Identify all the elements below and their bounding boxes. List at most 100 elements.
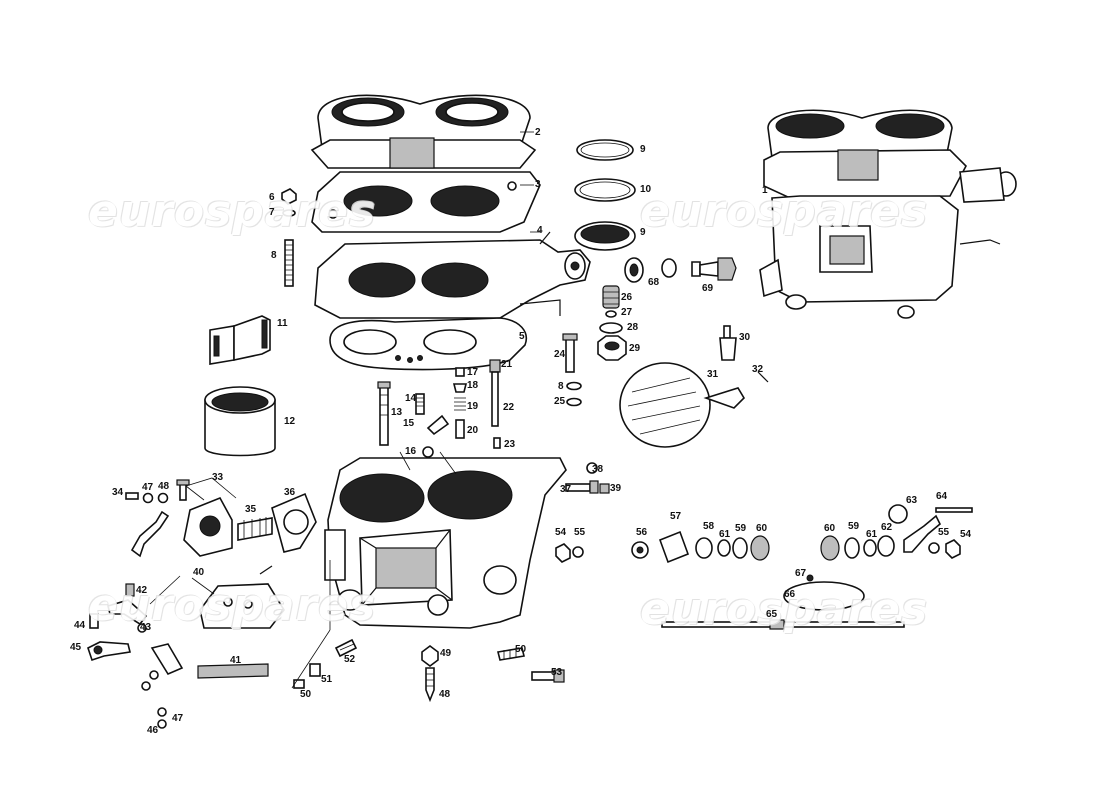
- callout-35: 35: [245, 504, 257, 515]
- callout-50-right: 50: [515, 644, 527, 655]
- float-chamber-cover-parts-40-46: [87, 565, 285, 729]
- callout-33: 33: [212, 472, 224, 483]
- callout-12: 12: [284, 416, 296, 427]
- callout-10: 10: [640, 184, 652, 195]
- callout-48-bottom: 48: [439, 689, 451, 700]
- callout-32: 32: [752, 364, 764, 375]
- callout-30: 30: [739, 332, 751, 343]
- leader-lines: [149, 131, 540, 689]
- callout-11: 11: [277, 318, 288, 329]
- callout-4: 4: [537, 225, 543, 236]
- callout-17: 17: [467, 367, 479, 378]
- callout-63: 63: [906, 495, 918, 506]
- callout-41: 41: [230, 655, 242, 666]
- callout-57: 57: [670, 511, 682, 522]
- callout-42: 42: [136, 585, 148, 596]
- watermark-eurospares-4: eurospares: [640, 584, 929, 635]
- screw-and-washers-parts-24-25: [562, 333, 582, 407]
- callout-60-left: 60: [756, 523, 768, 534]
- callout-43: 43: [140, 622, 152, 633]
- callout-27: 27: [621, 307, 633, 318]
- callout-64: 64: [936, 491, 948, 502]
- callout-9-lower: 9: [640, 227, 646, 238]
- callout-48-top: 48: [158, 481, 170, 492]
- callout-22: 22: [503, 402, 515, 413]
- callout-66: 66: [784, 589, 796, 600]
- callout-40: 40: [193, 567, 205, 578]
- callout-60-right: 60: [824, 523, 836, 534]
- callout-6: 6: [269, 192, 275, 203]
- callout-47-top: 47: [142, 482, 154, 493]
- callout-7: 7: [269, 207, 275, 218]
- callout-26: 26: [621, 292, 633, 303]
- filter-and-nut-parts-26-29: [597, 285, 627, 361]
- flange-plate-part-3: [311, 171, 541, 233]
- clip-part-11: [209, 315, 271, 365]
- callout-54-left: 54: [555, 527, 567, 538]
- cylinder-part-12: [204, 386, 276, 457]
- callout-25: 25: [554, 396, 566, 407]
- callout-61-left: 61: [719, 529, 731, 540]
- callout-29: 29: [629, 343, 641, 354]
- callout-51: 51: [321, 674, 333, 685]
- watermark-eurospares-1: eurospares: [88, 186, 377, 237]
- valve-part-30: [719, 325, 737, 361]
- callout-15: 15: [403, 418, 415, 429]
- callout-5: 5: [519, 331, 525, 342]
- callout-46: 46: [147, 725, 159, 736]
- callout-69: 69: [702, 283, 714, 294]
- callout-23: 23: [504, 439, 516, 450]
- callout-16: 16: [405, 446, 417, 457]
- callout-36: 36: [284, 487, 296, 498]
- callout-31: 31: [707, 369, 719, 380]
- callout-34: 34: [112, 487, 124, 498]
- sealing-rings-parts-9-10: [574, 139, 636, 251]
- stud-and-nut-parts-6-8: [281, 188, 297, 287]
- callout-14: 14: [405, 393, 417, 404]
- needle-valve-parts-48-53: [293, 638, 565, 703]
- accelerator-pump-parts-33-36: [125, 479, 317, 558]
- callout-62: 62: [881, 522, 893, 533]
- callout-49: 49: [440, 648, 452, 659]
- callout-54-right: 54: [960, 529, 972, 540]
- callout-37: 37: [560, 484, 572, 495]
- callout-1: 1: [762, 185, 768, 196]
- screws-parts-37-39: [565, 462, 610, 494]
- callout-68: 68: [648, 277, 660, 288]
- callout-61-right: 61: [866, 529, 878, 540]
- air-intake-body-part-2: [310, 94, 537, 169]
- callout-53: 53: [551, 667, 563, 678]
- dome-cover-part-31: [619, 362, 769, 448]
- main-carburettor-body: [324, 457, 567, 629]
- jets-and-screws-parts-13-23: [377, 359, 501, 458]
- callout-59-left: 59: [735, 523, 747, 534]
- callout-8-right: 8: [558, 381, 564, 392]
- callout-9-upper: 9: [640, 144, 646, 155]
- callout-38: 38: [592, 464, 604, 475]
- callout-56: 56: [636, 527, 648, 538]
- banjo-bolt-and-washer-parts-68-69: [624, 257, 737, 283]
- callout-50-left: 50: [300, 689, 312, 700]
- gasket-part-5: [329, 299, 561, 371]
- callout-8: 8: [271, 250, 277, 261]
- callout-52: 52: [344, 654, 356, 665]
- throttle-spindle-parts-54-64: [555, 504, 973, 564]
- callout-20: 20: [467, 425, 479, 436]
- callout-55-left: 55: [574, 527, 586, 538]
- callout-18: 18: [467, 380, 479, 391]
- callout-45: 45: [70, 642, 82, 653]
- callout-19: 19: [467, 401, 479, 412]
- callout-59-right: 59: [848, 521, 860, 532]
- callout-2: 2: [535, 127, 541, 138]
- callout-47-bottom: 47: [172, 713, 184, 724]
- callout-3: 3: [535, 179, 541, 190]
- callout-21: 21: [501, 359, 513, 370]
- callout-28: 28: [627, 322, 639, 333]
- callout-39: 39: [610, 483, 622, 494]
- callout-65: 65: [766, 609, 778, 620]
- callout-13: 13: [391, 407, 403, 418]
- top-cover-part-4: [314, 231, 591, 319]
- assembled-carburettor-part-1: [759, 109, 1017, 319]
